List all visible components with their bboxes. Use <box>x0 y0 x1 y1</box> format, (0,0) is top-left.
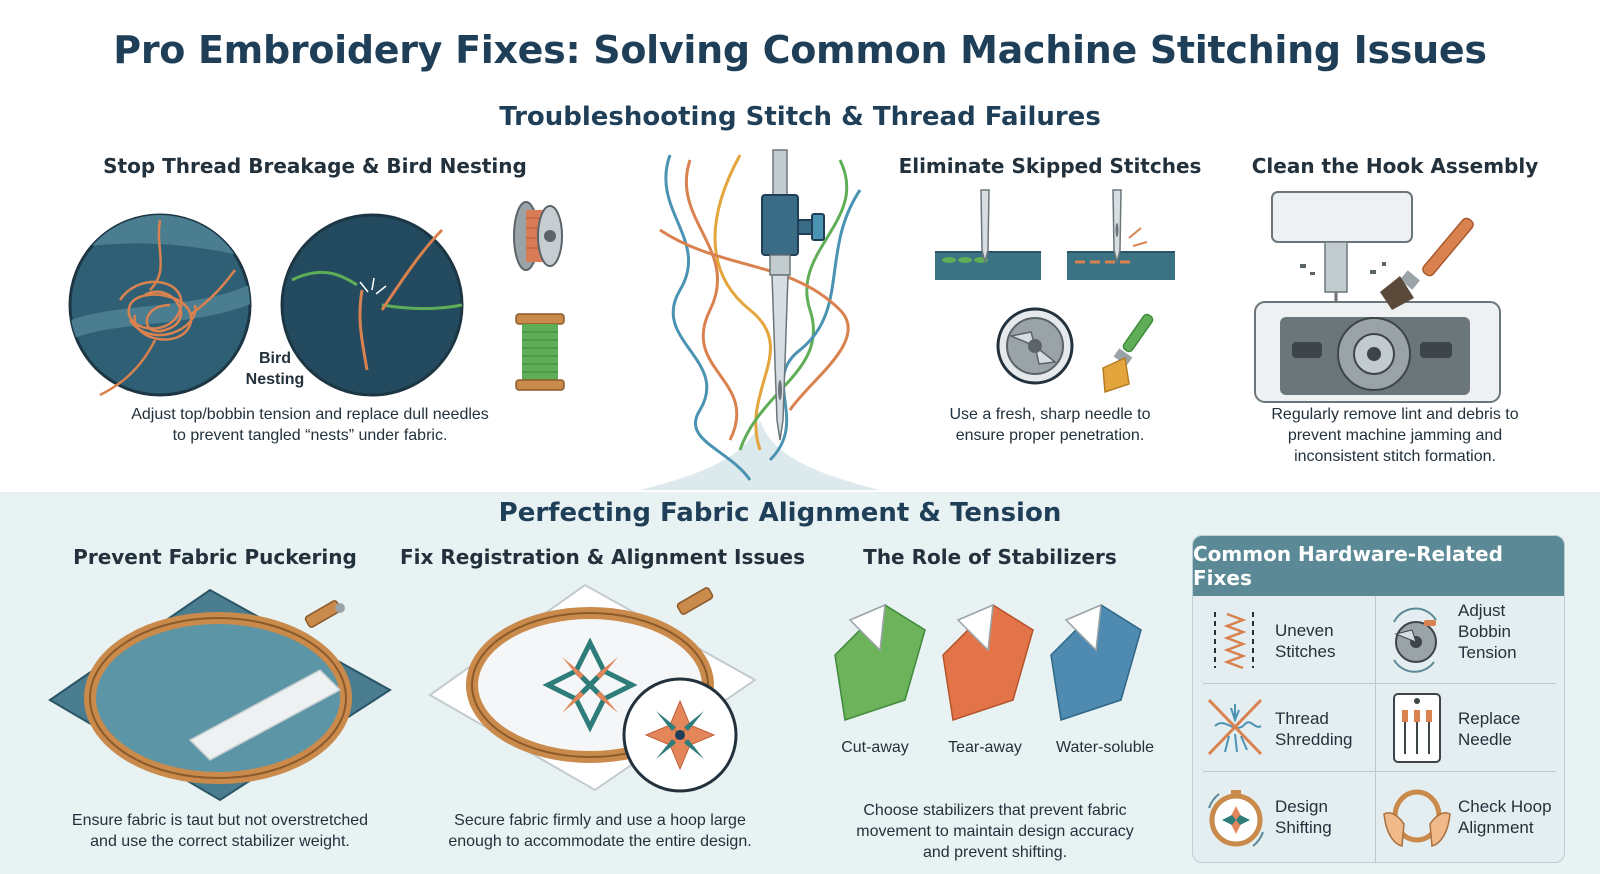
needle-comparison-illustration <box>935 189 1175 280</box>
thread-spool-icon <box>515 313 565 391</box>
hardware-label-line2: Shifting <box>1275 818 1332 837</box>
caption-puckering-line2: and use the correct stabilizer weight. <box>90 833 350 850</box>
hardware-item-bobbin-tension: Adjust Bobbin Tension <box>1376 596 1556 684</box>
hardware-divider-row2 <box>1203 771 1556 772</box>
caption-stabilizers-line2: movement to maintain design accuracy <box>856 823 1134 840</box>
panel-title-puckering: Prevent Fabric Puckering <box>73 545 357 569</box>
hardware-item-replace-needle: Replace Needle <box>1376 684 1556 772</box>
broken-thread-illustration <box>280 213 464 397</box>
caption-bird-nesting-line2: to prevent tangled “nests” under fabric. <box>172 427 448 444</box>
caption-stabilizers-line1: Choose stabilizers that prevent fabric <box>863 802 1127 819</box>
caption-hook-line2: prevent machine jamming and <box>1287 427 1503 444</box>
hardware-label-line1: Thread <box>1275 709 1329 728</box>
caption-puckering-line1: Ensure fabric is taut but not overstretc… <box>71 812 369 829</box>
caption-hook-line1: Regularly remove lint and debris to <box>1271 406 1519 423</box>
section-title-fabric-alignment: Perfecting Fabric Alignment & Tension <box>498 498 1062 528</box>
bird-nesting-label-line2: Nesting <box>245 371 305 388</box>
hardware-label-line1: Replace <box>1458 709 1521 728</box>
panel-title-hook-assembly: Clean the Hook Assembly <box>1251 154 1539 178</box>
caption-registration-line1: Secure fabric firmly and use a hoop larg… <box>454 812 746 829</box>
hoop-hands-icon <box>1383 789 1451 847</box>
panel-title-bird-nesting: Stop Thread Breakage & Bird Nesting <box>103 154 527 178</box>
hoop-design-illustration <box>428 583 757 793</box>
hardware-label-line1: Check Hoop <box>1458 797 1552 816</box>
hook-assembly-illustration <box>1254 191 1501 403</box>
caption-bird-nesting-line1: Adjust top/bobbin tension and replace du… <box>131 406 489 423</box>
caption-skipped-line1: Use a fresh, sharp needle to <box>949 406 1151 423</box>
panel-title-stabilizers: The Role of Stabilizers <box>863 545 1117 569</box>
hardware-label-line3: Tension <box>1458 643 1517 662</box>
hardware-item-thread-shredding: Thread Shredding <box>1193 684 1373 772</box>
center-needle-illustration <box>640 149 880 490</box>
stabilizer-label-cut-away: Cut-away <box>841 739 909 756</box>
caption-registration-line2: enough to accommodate the entire design. <box>448 833 752 850</box>
hoop-puckering-illustration <box>48 588 392 802</box>
hardware-item-uneven-stitches: Uneven Stitches <box>1193 596 1373 684</box>
needle-pack-icon <box>1393 693 1441 763</box>
panel-title-skipped-stitches: Eliminate Skipped Stitches <box>898 154 1202 178</box>
hardware-label-line2: Bobbin <box>1458 622 1511 641</box>
caption-stabilizers-line3: and prevent shifting. <box>922 844 1068 861</box>
hardware-label-line2: Needle <box>1458 730 1512 749</box>
bird-nest-illustration <box>68 213 252 397</box>
bird-nesting-label-line1: Bird <box>259 350 291 367</box>
stabilizer-label-tear-away: Tear-away <box>948 739 1022 756</box>
hardware-fixes-card: Common Hardware-Related Fixes Uneven Sti… <box>1192 535 1565 863</box>
cleaning-brush-icon <box>1102 313 1154 394</box>
zigzag-stitch-icon <box>1214 612 1254 670</box>
stabilizer-label-water-soluble: Water-soluble <box>1055 739 1155 756</box>
page-title: Pro Embroidery Fixes: Solving Common Mac… <box>113 28 1487 72</box>
stabilizer-swatches-illustration <box>834 603 1142 721</box>
hardware-label-line2: Stitches <box>1275 642 1336 661</box>
hardware-item-check-hoop: Check Hoop Alignment <box>1376 772 1556 860</box>
hardware-label-line1: Uneven <box>1275 621 1334 640</box>
hardware-divider-row1 <box>1203 683 1556 684</box>
hardware-label-line2: Alignment <box>1458 818 1534 837</box>
caption-hook-line3: inconsistent stitch formation. <box>1294 448 1496 465</box>
section-title-troubleshooting: Troubleshooting Stitch & Thread Failures <box>499 102 1101 132</box>
thread-shredding-icon <box>1207 698 1263 756</box>
hardware-item-design-shifting: Design Shifting <box>1193 772 1373 860</box>
panel-title-registration: Fix Registration & Alignment Issues <box>400 545 805 569</box>
hardware-label-line2: Shredding <box>1275 730 1353 749</box>
hardware-divider-vertical <box>1375 596 1376 862</box>
design-shift-icon <box>1208 790 1264 847</box>
hardware-label-line1: Design <box>1275 797 1328 816</box>
rotary-hook-icon <box>996 307 1074 385</box>
bobbin-icon <box>513 201 563 271</box>
caption-skipped-line2: ensure proper penetration. <box>955 427 1145 444</box>
hardware-card-title: Common Hardware-Related Fixes <box>1193 536 1564 596</box>
bobbin-tension-icon <box>1393 607 1437 673</box>
hardware-label-line1: Adjust <box>1458 601 1506 620</box>
